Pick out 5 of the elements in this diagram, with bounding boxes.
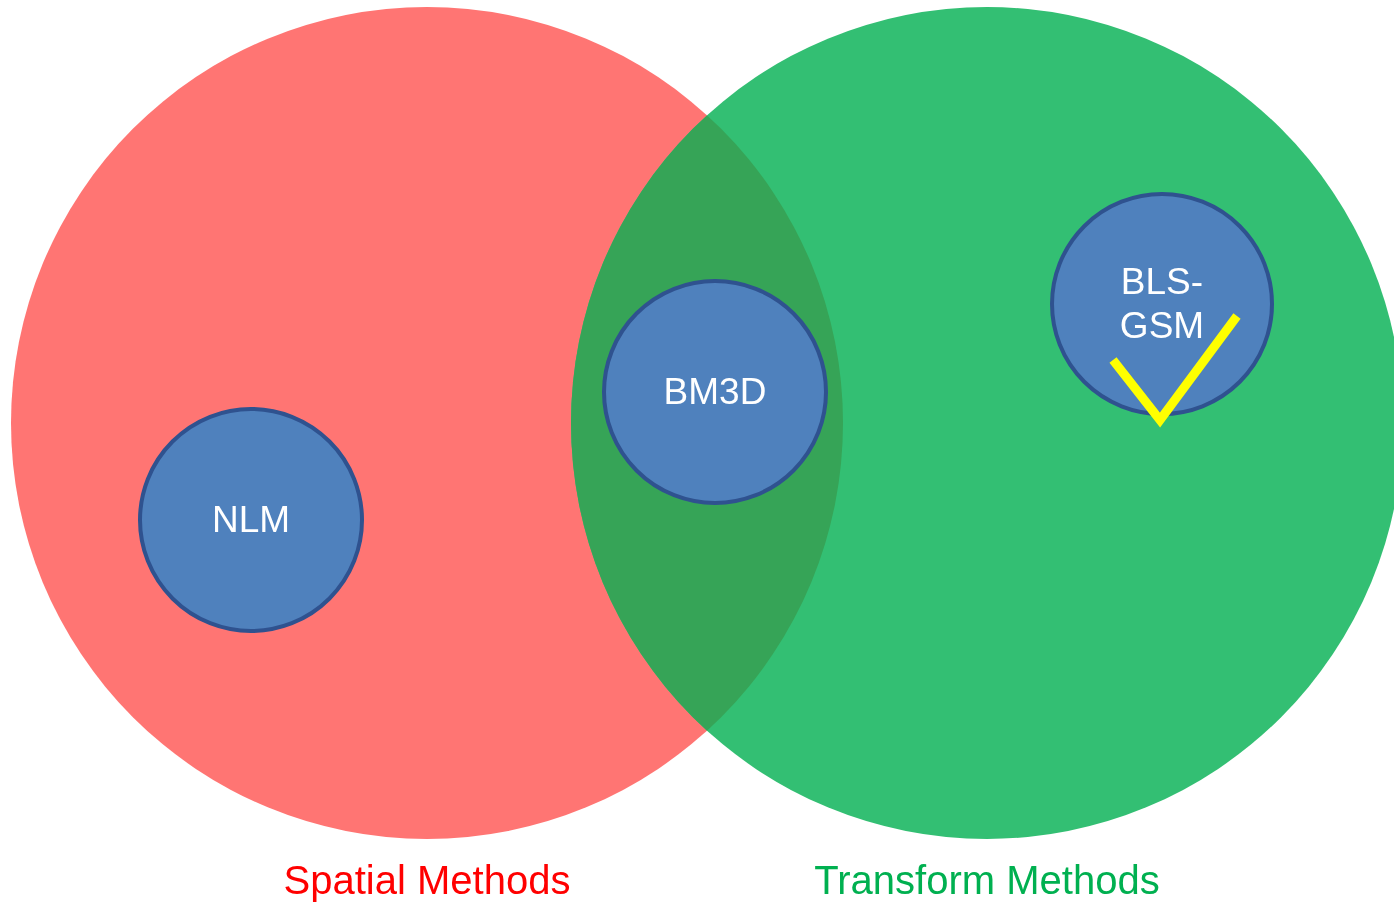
set-label: Spatial Methods xyxy=(283,858,571,903)
method-label: BM3D xyxy=(662,369,768,414)
set-label: Transform Methods xyxy=(814,858,1160,903)
method-label: NLM xyxy=(210,497,292,542)
method-label: BLS-GSM xyxy=(1118,259,1206,348)
